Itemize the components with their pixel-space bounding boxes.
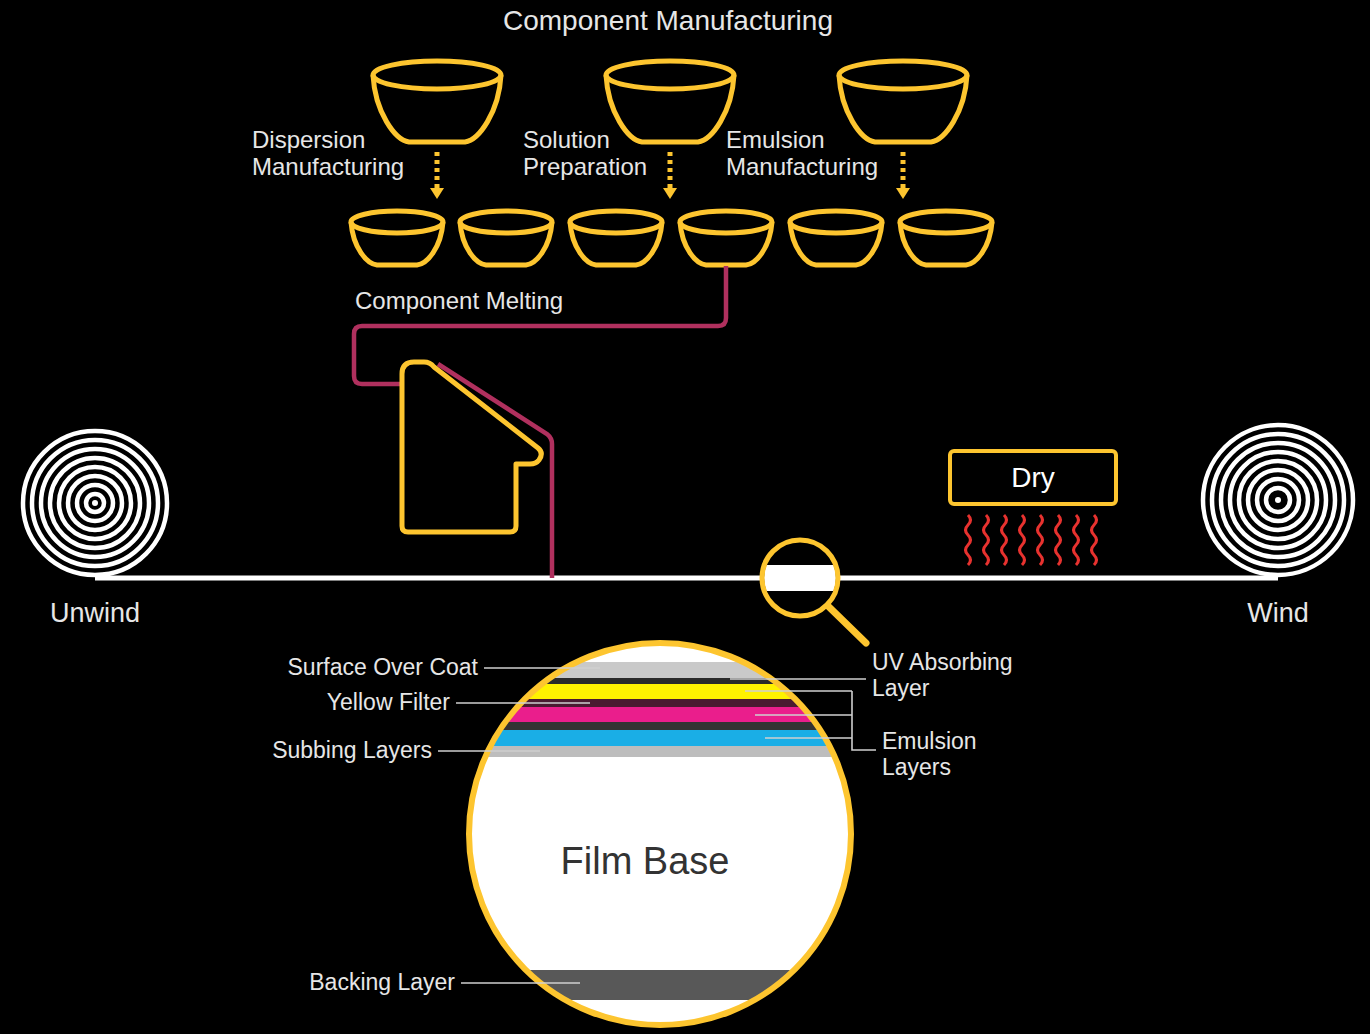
roll-core [1275, 497, 1281, 503]
leader-line [484, 667, 600, 669]
leader-line [730, 678, 866, 680]
heat-waves [966, 515, 1097, 565]
heat-wave [1038, 515, 1043, 565]
large-bowl-rim [373, 61, 501, 89]
small-bowl [680, 222, 772, 265]
small-bowl [570, 222, 662, 265]
roll-core [92, 500, 98, 506]
take-up-roll: Wind [1200, 422, 1356, 578]
small-bowl [351, 222, 443, 265]
mixing-bowls [351, 61, 992, 265]
small-bowl [900, 222, 992, 265]
process-label: Emulsion Manufacturing [726, 127, 898, 181]
layer-label: UV Absorbing Layer [872, 650, 1042, 702]
layer-label: Surface Over Coat [218, 655, 478, 681]
roll-coil [77, 485, 113, 521]
inset-outline [469, 643, 851, 1025]
process-label: Dispersion Manufacturing [252, 127, 432, 181]
arrow-head [896, 188, 910, 199]
heat-wave [1074, 515, 1079, 565]
melt-feed-line [354, 266, 726, 578]
dryer-box: Dry [948, 449, 1118, 506]
heat-wave [966, 515, 971, 565]
dotted-arrow-shaft [668, 152, 673, 188]
heat-wave [1020, 515, 1025, 565]
film-cross-section: Film Base [466, 640, 854, 1028]
small-bowl-rim [680, 211, 772, 233]
large-bowl-rim [606, 61, 734, 89]
diagram-title: Component Manufacturing [0, 5, 1336, 37]
magnifier [758, 540, 866, 643]
roll-coil [59, 467, 131, 539]
layer-label: Emulsion Layers [882, 729, 1012, 781]
roll-coil [23, 431, 167, 575]
layer-label: Backing Layer [195, 970, 455, 996]
node-text: Film Base [561, 840, 730, 883]
surface-over-coat-layer [460, 662, 860, 678]
film-web [95, 576, 1278, 581]
roll-coils [1200, 422, 1356, 578]
interlayer [460, 722, 860, 730]
leader-line [745, 691, 876, 750]
backing-layer [460, 970, 860, 1000]
leader-line [461, 982, 580, 984]
roll-coil [68, 476, 122, 530]
arrow-head [430, 188, 444, 199]
large-bowl-rim [839, 61, 967, 89]
roll-coil [41, 449, 149, 557]
roll-coil [32, 440, 158, 566]
heat-wave [1002, 515, 1007, 565]
small-bowl-rim [460, 211, 552, 233]
roll-coil [1266, 488, 1290, 512]
layer-label: Yellow Filter [190, 690, 450, 716]
large-bowl [606, 75, 734, 142]
heat-wave [1092, 515, 1097, 565]
coating-hopper [402, 362, 541, 532]
arrow-head [663, 188, 677, 199]
leader-line [438, 750, 540, 752]
roll-coil [50, 458, 140, 548]
roll-coil [1230, 452, 1326, 548]
roll-coils [20, 428, 170, 578]
process-label: Solution Preparation [523, 127, 663, 181]
roll-coil [1239, 461, 1317, 539]
dotted-arrow-shaft [435, 152, 440, 188]
roll-coil [1212, 434, 1344, 566]
large-bowl [839, 75, 967, 142]
large-bowl [373, 75, 501, 142]
node-text: Unwind [0, 598, 190, 629]
roll-coil [1257, 479, 1299, 521]
small-bowl-rim [900, 211, 992, 233]
layer-stack [466, 640, 854, 1028]
layer-label: Subbing Layers [172, 738, 432, 764]
small-bowl [790, 222, 882, 265]
node-text: Wind [1180, 598, 1370, 629]
roll-coil [86, 494, 104, 512]
heat-wave [1056, 515, 1061, 565]
process-label: Component Melting [355, 288, 655, 315]
small-bowl-rim [570, 211, 662, 233]
roll-coil [1248, 470, 1308, 530]
heat-wave [984, 515, 989, 565]
small-bowl-rim [351, 211, 443, 233]
node-text: Dry [1011, 462, 1055, 494]
dotted-arrow-shaft [901, 152, 906, 188]
supply-roll: Unwind [20, 428, 170, 578]
small-bowl-rim [790, 211, 882, 233]
small-bowl [460, 222, 552, 265]
layer-stack-group [438, 630, 876, 1034]
roll-coil [1203, 425, 1353, 575]
leader-line [456, 702, 590, 704]
roll-coil [1221, 443, 1335, 557]
